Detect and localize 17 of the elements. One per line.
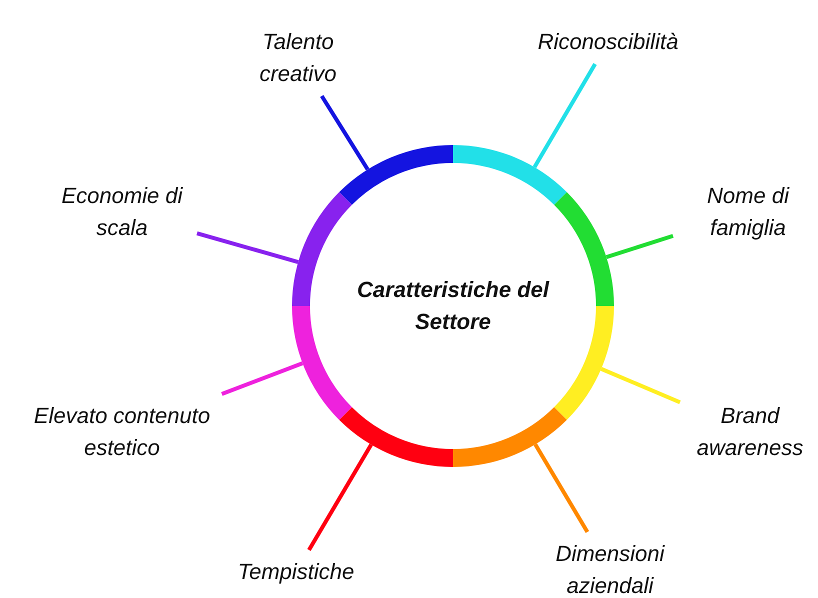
spoke-line (307, 444, 373, 552)
spoke-label: Brand awareness (696, 402, 804, 462)
spoke-line (221, 361, 304, 396)
spoke-label: Elevato contenuto estetico (32, 402, 212, 462)
spoke-line (606, 234, 674, 260)
spoke-line (532, 62, 597, 168)
center-title: Caratteristiche del Settore (356, 276, 550, 336)
spoke-label: Riconoscibilità (536, 28, 680, 56)
spoke-label: Talento creativo (258, 28, 338, 88)
spoke-label: Tempistiche (236, 558, 356, 586)
spoke-line (600, 367, 681, 404)
spoke-line (320, 94, 370, 171)
spoke-line (534, 443, 590, 534)
spoke-label: Nome di famiglia (706, 182, 790, 242)
spoke-label: Dimensioni aziendali (554, 540, 666, 598)
spoke-line (196, 231, 299, 264)
spoke-label: Economie di scala (60, 182, 184, 242)
